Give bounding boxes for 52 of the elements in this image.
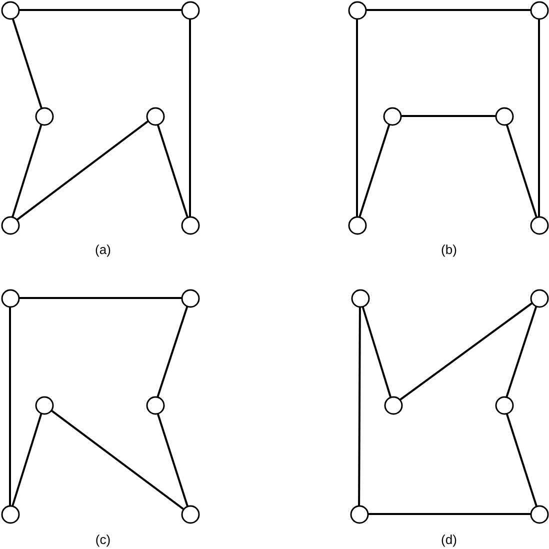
- vertex-circle: [350, 288, 370, 308]
- vertex-circle: [180, 214, 200, 236]
- vertex-circle: [144, 394, 166, 416]
- connector-line: [156, 412, 188, 506]
- vertex-circle: [382, 106, 402, 126]
- connector-line: [400, 115, 496, 117]
- vertex-circle: [494, 106, 514, 126]
- connector-line: [9, 306, 11, 506]
- vertex-circle: [34, 394, 54, 416]
- vertex-circle: [346, 214, 368, 236]
- connector-line: [50, 409, 184, 510]
- connector-line: [156, 124, 188, 218]
- panel-caption: (c): [95, 532, 111, 547]
- connector-line: [506, 306, 538, 398]
- panel-caption: (d): [441, 532, 457, 547]
- vertex-circle: [0, 214, 20, 236]
- connector-line: [506, 124, 538, 218]
- vertex-circle: [0, 0, 20, 20]
- vertex-circle: [382, 394, 404, 416]
- connector-line: [16, 120, 149, 221]
- vertex-circle: [348, 504, 370, 524]
- vertex-circle: [528, 288, 549, 308]
- vertex-circle: [180, 504, 200, 524]
- connector-line: [538, 18, 540, 216]
- connector-line: [18, 297, 182, 299]
- connector-line: [356, 18, 358, 216]
- connector-line: [399, 302, 533, 401]
- vertex-circle: [34, 106, 54, 126]
- connector-line: [358, 306, 361, 506]
- connector-line: [189, 18, 191, 216]
- connector-line: [362, 306, 392, 398]
- vertex-circle: [528, 214, 549, 236]
- vertex-circle: [0, 288, 20, 308]
- vertex-circle: [180, 288, 200, 308]
- connector-line: [18, 9, 182, 11]
- vertex-circle: [346, 0, 368, 20]
- connector-line: [12, 412, 42, 506]
- connector-line: [506, 412, 538, 506]
- panel-caption: (b): [441, 242, 457, 257]
- vertex-circle: [494, 394, 514, 416]
- vertex-circle: [528, 504, 549, 524]
- connector-line: [12, 18, 42, 108]
- connector-line: [358, 124, 390, 218]
- vertex-circle: [0, 504, 20, 524]
- connector-line: [12, 124, 42, 218]
- vertex-circle: [180, 0, 200, 20]
- connector-line: [156, 306, 188, 398]
- vertex-circle: [144, 106, 166, 126]
- vertex-circle: [528, 0, 549, 20]
- connector-line: [368, 513, 530, 515]
- panel-caption: (a): [95, 242, 111, 257]
- connector-line: [366, 9, 530, 11]
